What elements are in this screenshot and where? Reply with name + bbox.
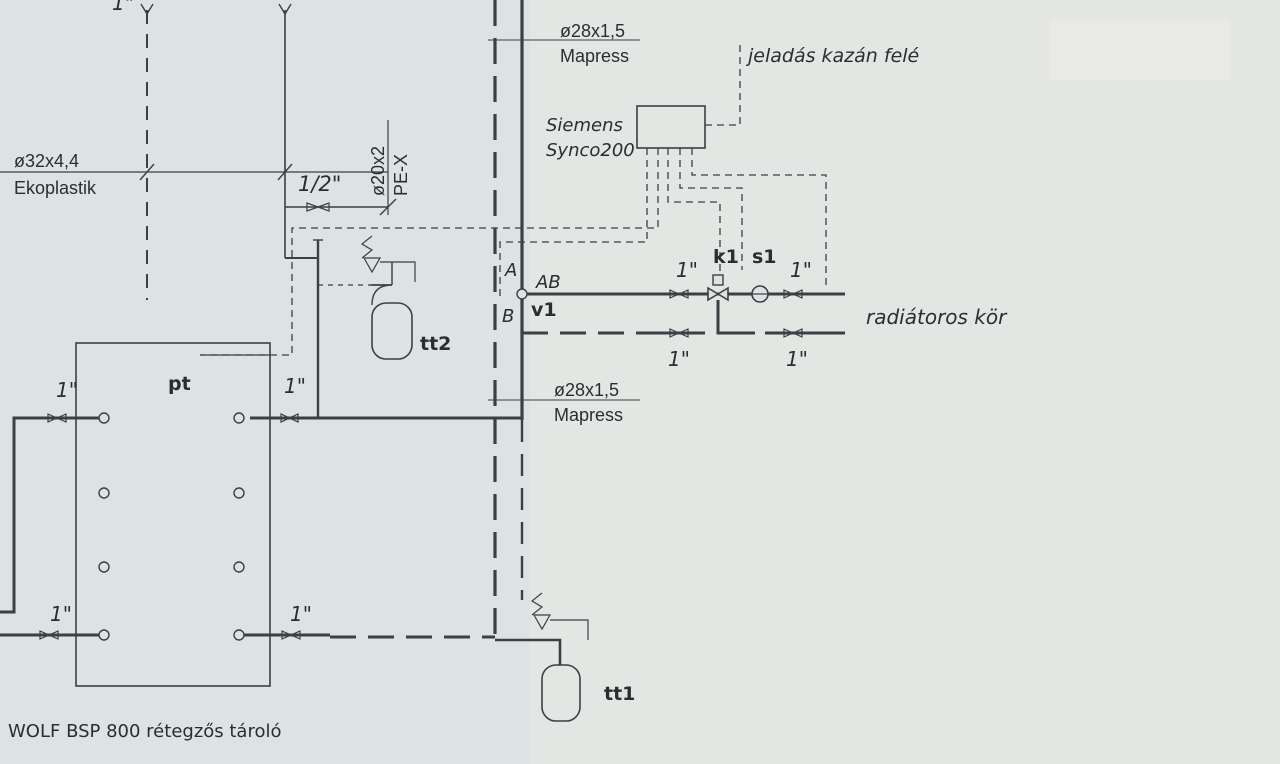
port-right-1 [233,412,245,424]
label-port-a: A [504,260,517,281]
valve-radiator-supply-2 [783,289,803,299]
paper-patch [1050,20,1230,80]
arrow-top-middle [278,3,292,16]
label-pipe-bottom: ø28x1,5 [554,380,619,400]
label-inch-left-lower: 1" [50,602,72,626]
label-tank-tt1: tt1 [604,683,635,705]
signal-line-v1 [499,148,648,300]
label-signal: jeladás kazán felé [745,45,919,67]
valve-half-inch [306,202,330,212]
label-inch-top: 1" [112,0,134,15]
arrow-top-left [140,3,154,16]
label-half-inch: 1/2" [298,172,341,196]
label-ekoplastik-material: Ekoplastik [14,178,97,198]
label-sensor-s1: s1 [752,246,777,268]
port-right-2 [233,487,245,499]
storage-tank-body [75,342,271,687]
tank-tt2-body [371,302,413,360]
label-port-b: B [502,306,514,327]
valve-radiator-return-1 [669,328,689,338]
tt1-relief-valve [532,614,552,631]
pipe-to-tt1 [495,638,562,665]
tt1-relief-outlet [550,619,589,640]
signal-line-sensor [691,148,827,290]
signal-line-boiler [705,45,741,126]
label-inch-return-2: 1" [786,347,808,371]
mixing-bypass [716,300,755,335]
valve-storage-supply [280,413,299,423]
valve-left-upper [47,413,67,423]
label-controller-1: Siemens [546,115,623,136]
port-right-3 [233,561,245,573]
tt2-relief-spring [360,235,374,259]
label-pipe-top: ø28x1,5 [560,21,625,41]
tt2-relief-outlet [380,261,416,282]
label-inch-return-1: 1" [668,347,690,371]
label-radiator-circuit: radiátoros kör [866,305,1008,329]
label-inch-supply-1: 1" [676,258,698,282]
tick-285 [277,163,293,181]
tt2-neck [371,284,393,306]
port-left-2 [98,487,110,499]
port-right-4 [233,629,245,641]
label-ekoplastik-size: ø32x4,4 [14,151,79,171]
signal-line-k1 [667,148,721,275]
tank-tt1-body [541,664,581,722]
tt1-relief-spring [530,592,544,616]
port-left-1 [98,412,110,424]
valve-radiator-return-2 [783,328,803,338]
label-inch-storage-return: 1" [290,602,312,626]
label-pex-material: PE-X [391,154,411,196]
label-inch-storage-supply: 1" [284,374,306,398]
label-inch-supply-2: 1" [790,258,812,282]
label-port-ab: AB [535,272,561,293]
valve-left-lower [39,630,59,640]
label-inch-left-upper: 1" [56,378,78,402]
label-valve-v1: v1 [531,299,557,321]
label-storage-caption: WOLF BSP 800 rétegzős tároló [8,721,282,742]
mixing-valve-v1 [516,288,528,300]
valve-radiator-supply-1 [669,289,689,299]
valve-k1-actuator [712,274,724,286]
port-left-3 [98,561,110,573]
tick-pex [379,198,397,216]
controller-box [636,105,706,149]
label-pipe-bottom-material: Mapress [554,405,623,425]
label-controller-2: Synco200 [546,140,635,161]
tick-147 [139,163,155,181]
label-pex-size: ø20x2 [368,146,388,196]
left-supply-pipe [0,416,104,614]
label-tank-tt2: tt2 [420,333,451,355]
label-pipe-top-material: Mapress [560,46,629,66]
valve-k1 [707,286,729,302]
valve-storage-return [281,630,301,640]
label-valve-k1: k1 [713,246,739,268]
label-storage-pt: pt [168,373,191,395]
port-left-4 [98,629,110,641]
tt2-relief-valve [362,257,382,274]
